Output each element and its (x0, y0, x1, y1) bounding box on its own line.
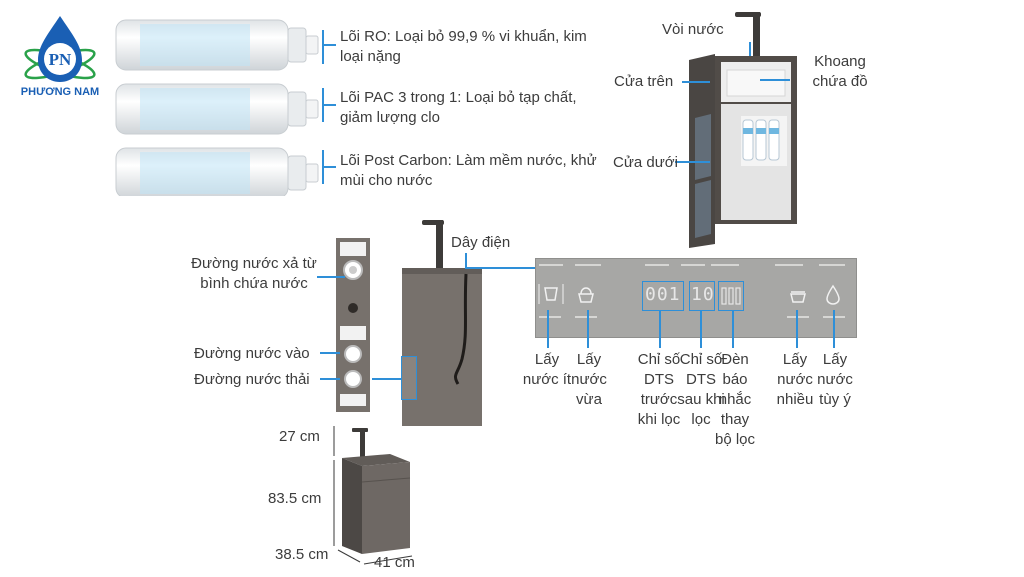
back-panel-illustration (336, 238, 370, 412)
btn-large-water-label: Lấy nước nhiều (776, 351, 814, 408)
power-cord-label: Dây điện (451, 234, 511, 251)
lower-door-label: Cửa dưới (613, 154, 678, 171)
dts-after-display (689, 281, 715, 311)
dimension-illustration (333, 426, 413, 565)
btn-medium-water-label: Lấy nước vừa (571, 351, 607, 408)
cabinet-open-illustration (689, 12, 797, 248)
tap-label: Vòi nước (662, 21, 724, 38)
storage-label: Khoang chứa đồ (812, 53, 868, 90)
logo-monogram: PN (49, 50, 72, 69)
filter-pac-label: Lõi PAC 3 trong 1: Loại bỏ tạp chất, giả… (340, 89, 577, 126)
dim-depth: 38.5 cm (275, 546, 329, 563)
filter-alert-label: Đèn báo nhắc thay bộ lọc (714, 351, 756, 448)
cartridge-pac (115, 83, 319, 135)
cup-small-icon (538, 284, 564, 304)
rear-view-illustration (402, 220, 482, 426)
water-drop-icon (826, 284, 840, 305)
cartridge-ro (115, 19, 319, 71)
dim-width: 41 cm (374, 554, 415, 571)
filter-alert-display (718, 281, 744, 311)
filter-alert-icon (721, 287, 741, 305)
brand-name: PHƯƠNG NAM (20, 86, 100, 98)
dim-body-height: 83.5 cm (268, 490, 322, 507)
dts-after-label: Chỉ số DTS sau khi lọc (677, 351, 725, 428)
waste-out-label: Đường nước thải (194, 371, 310, 388)
water-drop-atom-icon: PN (24, 16, 96, 82)
filter-ro-label: Lõi RO: Loại bỏ 99,9 % vi khuẩn, kim loạ… (340, 28, 587, 65)
drain-tank-label: Đường nước xả từ bình chứa nước (191, 255, 317, 292)
rear-ports-highlight (401, 356, 417, 400)
filter-post-carbon-label: Lõi Post Carbon: Làm mềm nước, khử mùi c… (340, 152, 597, 189)
dim-tap-height: 27 cm (279, 428, 320, 445)
water-in-label: Đường nước vào (194, 345, 310, 362)
dts-before-digits: 001 (645, 284, 681, 305)
brand-logo: PN (20, 12, 100, 102)
dts-before-display (642, 281, 684, 311)
btn-custom-water-label: Lấy nước tùy ý (817, 351, 853, 408)
cartridge-post-carbon (115, 147, 319, 196)
cup-medium-icon (578, 287, 594, 303)
btn-small-water-label: Lấy nước ít (522, 351, 572, 388)
dts-after-digits: 10 (691, 284, 715, 305)
filter-cartridges (115, 19, 319, 196)
cup-large-icon (790, 291, 806, 303)
upper-door-label: Cửa trên (614, 73, 674, 90)
dts-before-label: Chỉ số DTS trước khi lọc (637, 351, 681, 428)
